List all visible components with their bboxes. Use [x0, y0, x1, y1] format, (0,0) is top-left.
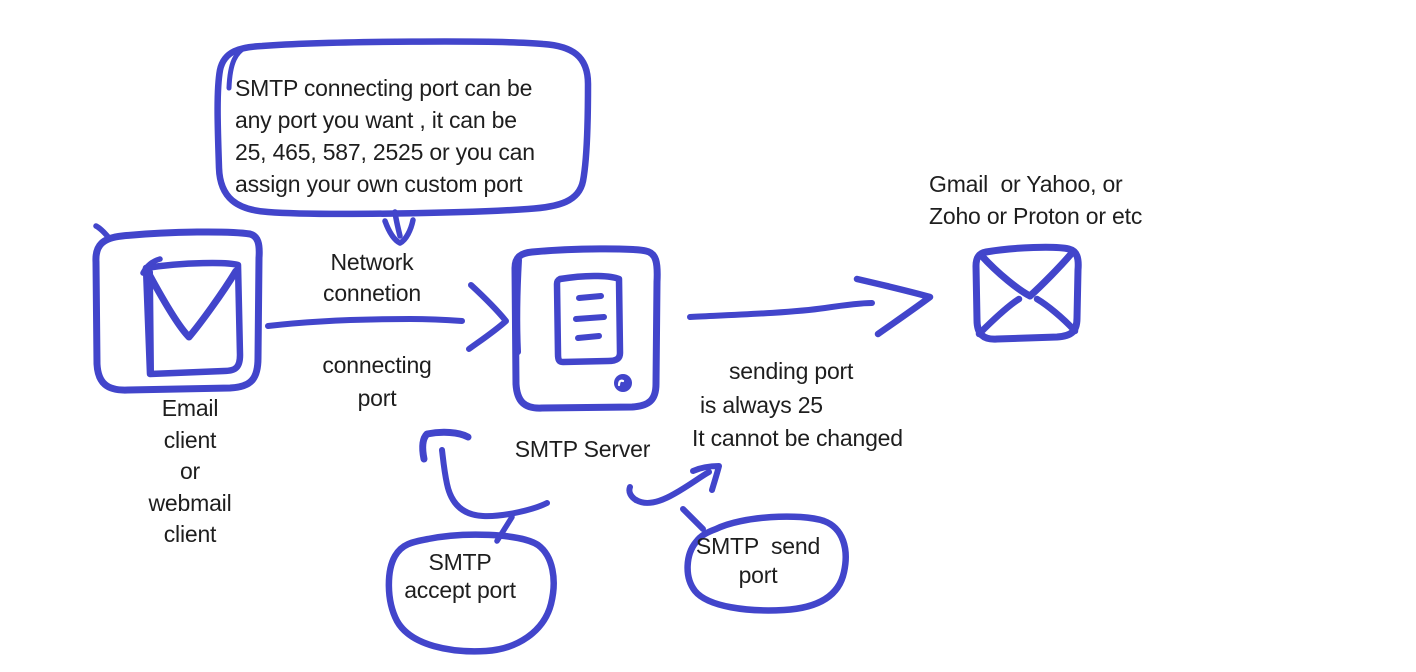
- accept-port-arrow: [419, 428, 550, 544]
- send-port-blob: [680, 506, 849, 614]
- sending-port-note-line3: It cannot be changed: [692, 425, 903, 451]
- email-client-label: Email client or webmail client: [148, 395, 232, 547]
- smtp-server-label: SMTP Server: [514, 436, 651, 462]
- speech-bubble-outline: [214, 38, 592, 218]
- connecting-port-label: connecting port: [322, 352, 432, 411]
- provider-mail-icon: [972, 243, 1082, 343]
- accept-port-label: SMTP accept port: [404, 549, 516, 603]
- email-client-icon: [92, 223, 263, 394]
- speech-bubble-text: SMTP connecting port can be any port you…: [235, 75, 535, 197]
- send-port-arrow: [626, 463, 722, 506]
- client-to-server-arrow: [265, 282, 509, 352]
- server-to-provider-arrow: [687, 275, 934, 338]
- send-port-label: SMTP send port: [695, 533, 821, 588]
- server-led-dot: [614, 374, 632, 392]
- sending-port-note-line1: sending port: [729, 358, 854, 384]
- provider-label: Gmail or Yahoo, or Zoho or Proton or etc: [929, 171, 1143, 229]
- sending-port-note-line2: is always 25: [700, 392, 823, 418]
- smtp-server-icon: [511, 245, 661, 412]
- accept-port-blob: [385, 531, 557, 655]
- network-connection-label: Network connetion: [323, 249, 421, 306]
- bubble-pointer-arrow-down-icon: [382, 209, 416, 246]
